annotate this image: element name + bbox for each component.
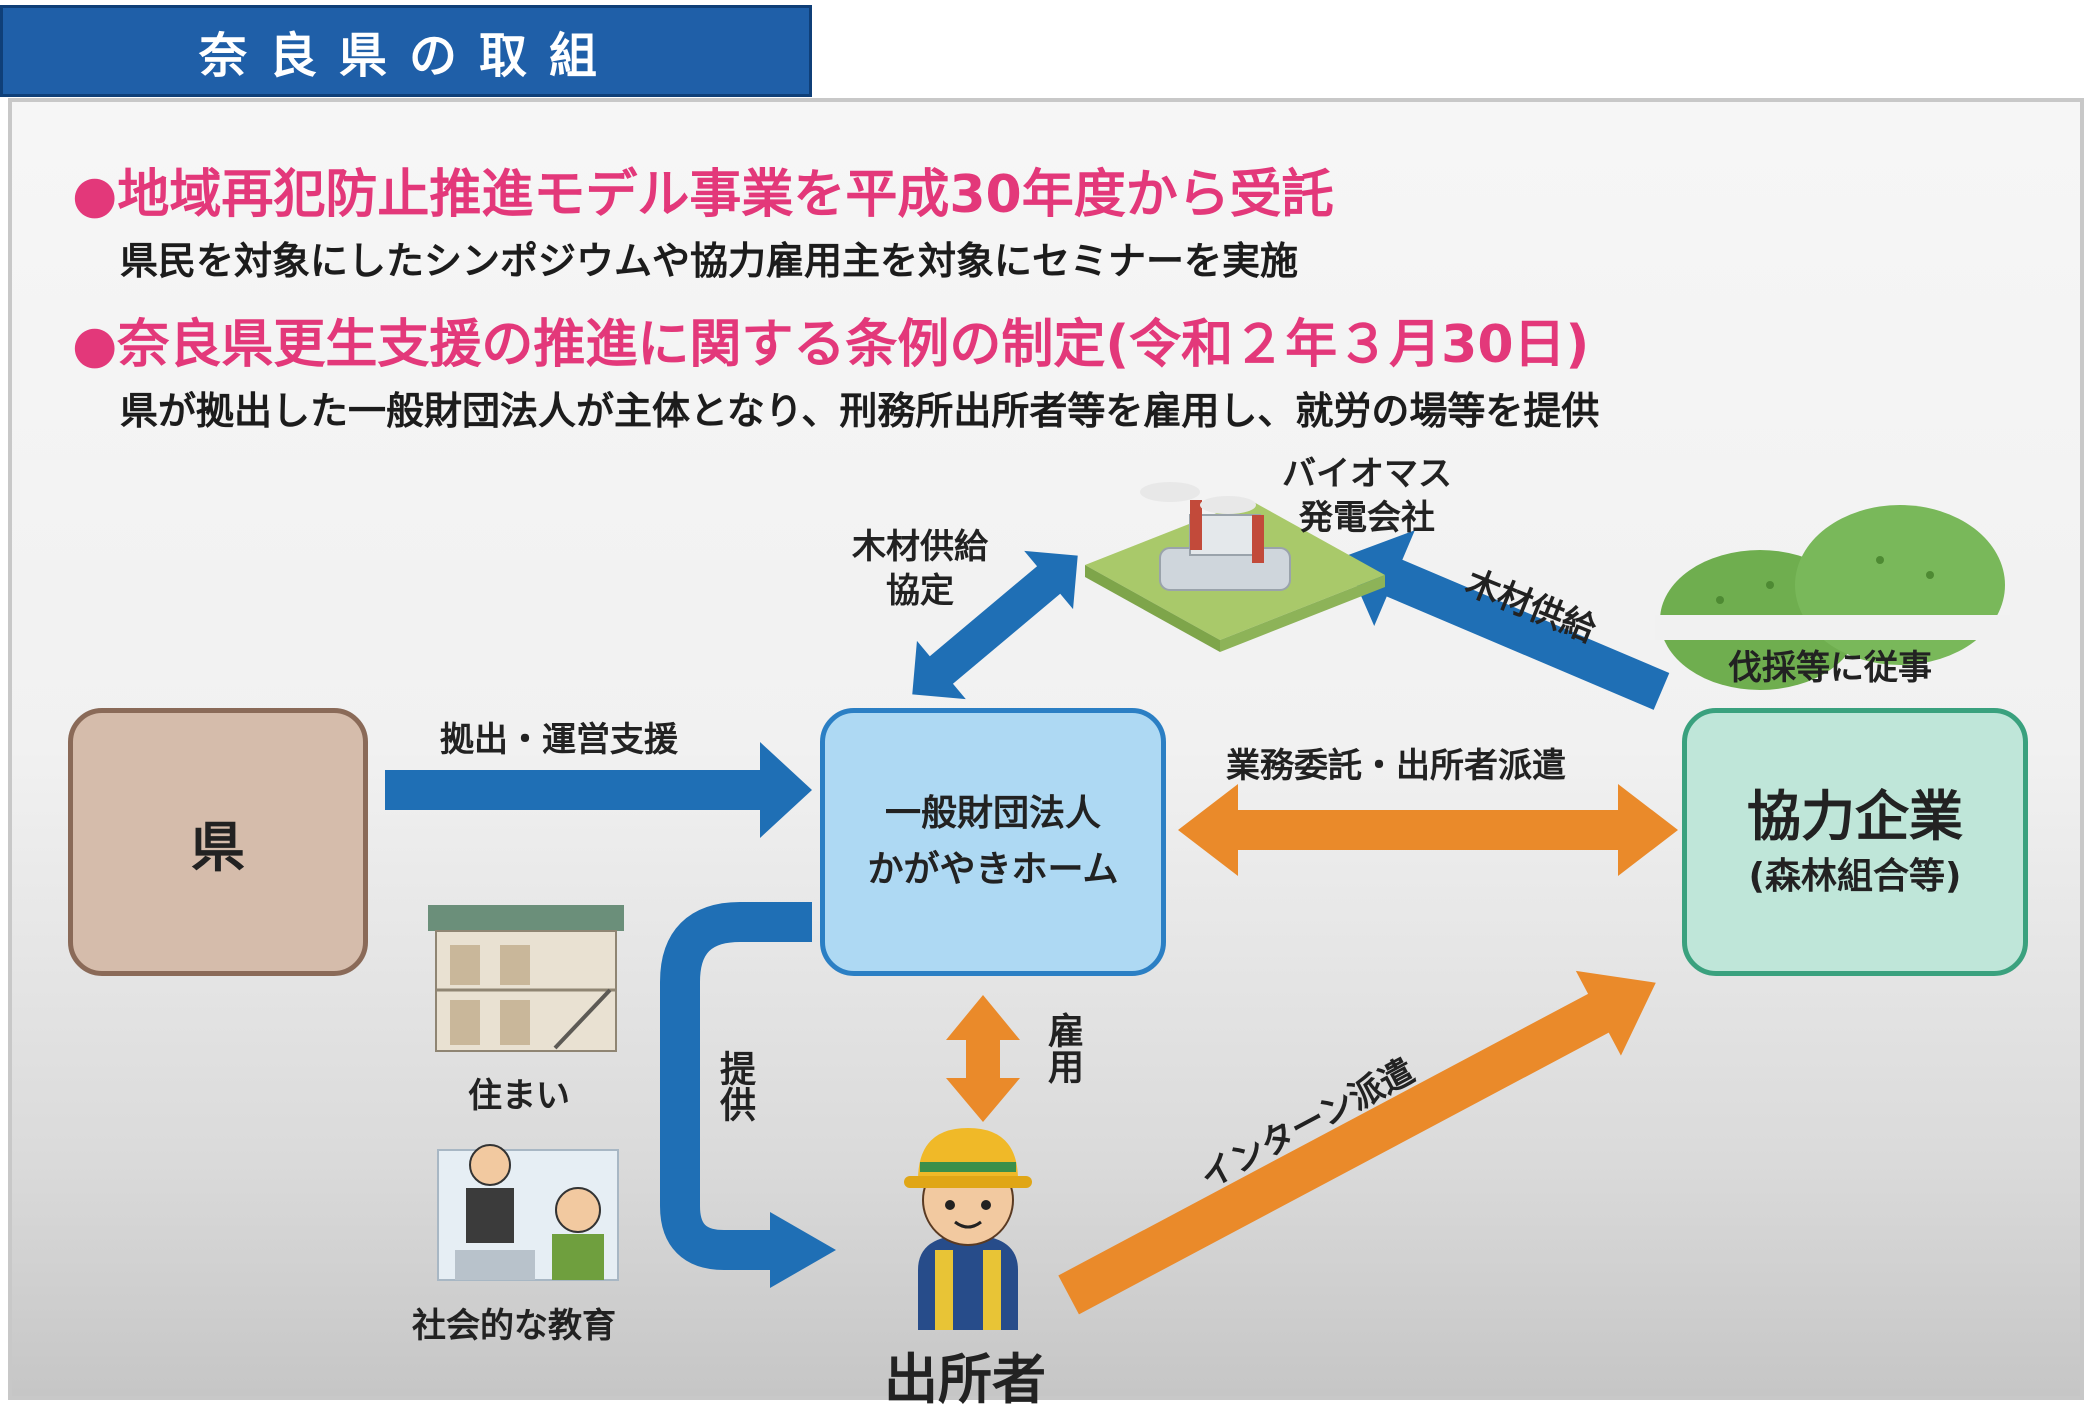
bullet-detail-2: 県が拠出した一般財団法人が主体となり、刑務所出所者等を雇用し、就労の場等を提供 xyxy=(120,389,1600,433)
worker-icon xyxy=(904,1128,1032,1330)
label-forest: 伐採等に従事 xyxy=(1728,648,1932,688)
bullet-detail-1: 県民を対象にしたシンポジウムや協力雇用主を対象にセミナーを実施 xyxy=(120,239,1299,283)
label-outsourcing: 業務委託・出所者派遣 xyxy=(1226,746,1566,786)
label-wood-agreement: 木材供給 協定 xyxy=(852,525,988,613)
node-company-main: 協力企業 xyxy=(1747,785,1963,848)
arrow-wood-agreement xyxy=(912,550,1078,700)
arrow-provide xyxy=(660,902,812,1270)
label-education: 社会的な教育 xyxy=(412,1306,616,1346)
header-title: 奈良県の取組 xyxy=(199,28,620,84)
factory-icon xyxy=(1085,482,1385,652)
label-employ: 雇用 xyxy=(1042,1012,1083,1084)
node-home-line2: かがやきホーム xyxy=(867,849,1119,890)
label-wood-agreement-line2: 協定 xyxy=(886,571,954,611)
label-wood-agreement-line1: 木材供給 xyxy=(852,527,988,567)
arrow-outsourcing xyxy=(1178,784,1678,876)
label-released-person: 出所者 xyxy=(884,1348,1046,1411)
label-provide: 提供 xyxy=(714,1050,755,1122)
counseling-icon xyxy=(437,1144,619,1281)
header-tab: 奈良県の取組 xyxy=(0,5,812,97)
node-prefecture-label: 県 xyxy=(191,815,245,879)
apartment-icon xyxy=(428,905,624,1052)
arrow-employ xyxy=(946,995,1020,1122)
arrow-intern xyxy=(1058,970,1656,1315)
label-biomass-line1: バイオマス xyxy=(1282,454,1452,494)
node-home-line1: 一般財団法人 xyxy=(884,793,1101,834)
node-cooperating-company: 協力企業 (森林組合等) xyxy=(1682,708,2028,976)
arrow-wood-supply xyxy=(1343,530,1670,710)
label-funding: 拠出・運営支援 xyxy=(440,720,678,760)
label-housing: 住まい xyxy=(468,1076,570,1116)
label-biomass-line2: 発電会社 xyxy=(1299,498,1435,538)
bullet-heading-2: ●奈良県更生支援の推進に関する条例の制定(令和２年３月30日) xyxy=(72,315,1590,375)
label-biomass: バイオマス 発電会社 xyxy=(1282,452,1452,540)
arrow-funding xyxy=(385,742,812,838)
forest-icon xyxy=(1655,505,2010,690)
bullet-heading-1: ●地域再犯防止推進モデル事業を平成30年度から受託 xyxy=(72,165,1334,225)
node-company-sub: (森林組合等) xyxy=(1748,856,1962,897)
node-prefecture: 県 xyxy=(68,708,368,976)
node-kagayaki-home: 一般財団法人 かがやきホーム xyxy=(820,708,1166,976)
